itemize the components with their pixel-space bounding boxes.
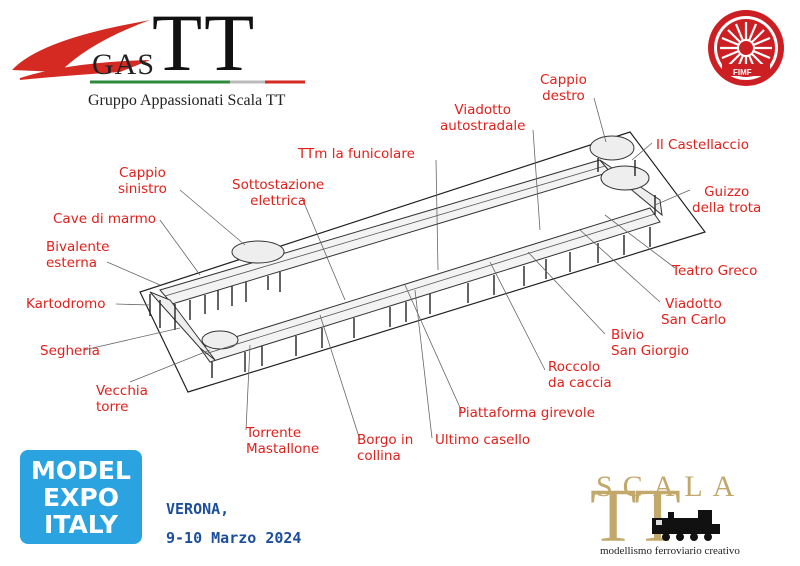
label-kartodromo: Kartodromo — [26, 296, 106, 312]
expo-line-expo: EXPO — [43, 483, 119, 512]
scala-logo-tt: TT — [590, 474, 681, 558]
label-ttm-funicolare: TTm la funicolare — [298, 146, 415, 162]
label-cave-marmo: Cave di marmo — [53, 211, 157, 227]
scala-logo-word: SCALA — [596, 470, 745, 503]
scala-logo-subtitle: modellismo ferroviario creativo — [600, 545, 740, 557]
label-teatro-greco: Teatro Greco — [672, 263, 758, 279]
model-expo-logo: MODEL EXPO ITALY — [20, 450, 142, 544]
label-piattaforma: Piattaforma girevole — [458, 405, 595, 421]
gas-logo-word: GAS — [92, 48, 156, 81]
event-city: VERONA, — [166, 500, 230, 518]
event-dates: 9-10 Marzo 2024 — [166, 529, 302, 547]
label-segheria: Segheria — [40, 343, 100, 359]
gas-logo-tt: TT — [152, 0, 257, 88]
label-il-castellaccio: Il Castellaccio — [656, 137, 749, 153]
expo-line-model: MODEL — [31, 456, 131, 485]
fimf-logo-text: FIMF — [733, 68, 752, 77]
expo-line-italy: ITALY — [44, 510, 118, 539]
gas-logo-subtitle: Gruppo Appassionati Scala TT — [88, 92, 286, 109]
label-ultimo-casello: Ultimo casello — [435, 432, 531, 448]
